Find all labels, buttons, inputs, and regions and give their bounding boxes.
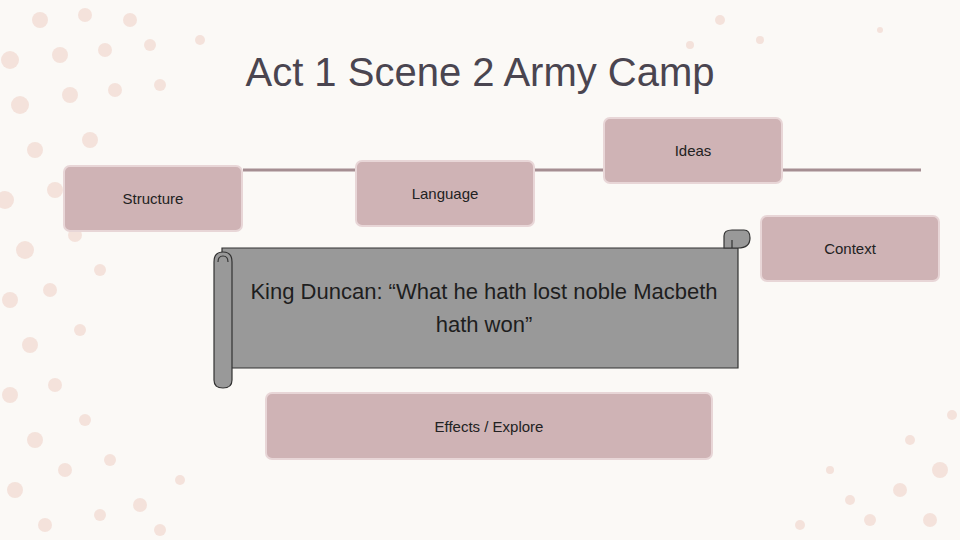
- ideas-box: Ideas: [603, 117, 783, 184]
- box-label: Language: [404, 185, 487, 202]
- box-label: Ideas: [667, 142, 720, 159]
- timeline-line: [243, 169, 921, 172]
- language-box: Language: [355, 160, 535, 227]
- quote-text: King Duncan: “What he hath lost noble Ma…: [249, 275, 719, 341]
- structure-box: Structure: [63, 165, 243, 232]
- quote-scroll: King Duncan: “What he hath lost noble Ma…: [212, 228, 752, 390]
- box-label: Structure: [115, 190, 192, 207]
- slide-title: Act 1 Scene 2 Army Camp: [0, 50, 960, 95]
- box-label: Context: [816, 240, 884, 257]
- scroll-shape: [212, 228, 752, 390]
- effects-box: Effects / Explore: [265, 392, 713, 460]
- context-box: Context: [760, 215, 940, 282]
- box-label: Effects / Explore: [427, 418, 552, 435]
